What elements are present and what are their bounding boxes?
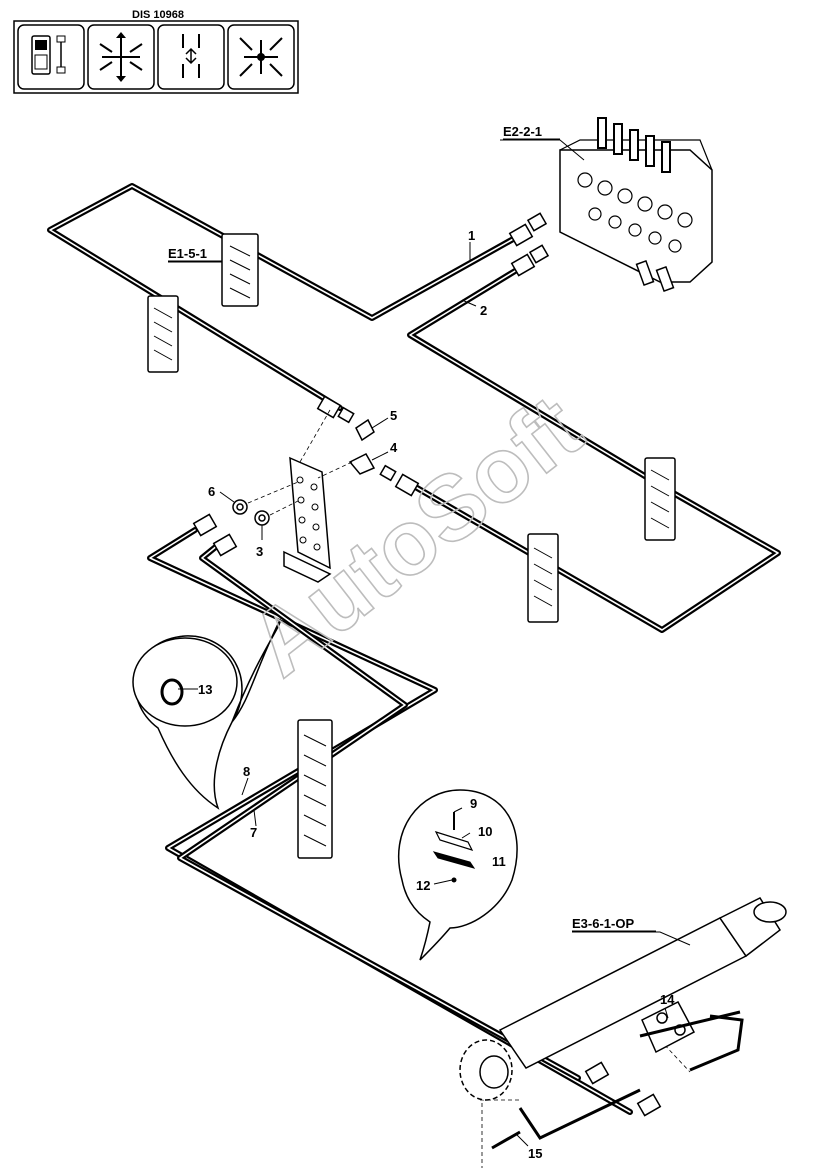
- nut-icon: [451, 877, 457, 883]
- callout-10: 10: [478, 824, 492, 839]
- callout-3: 3: [256, 544, 263, 559]
- clamp-bracket: [527, 533, 559, 623]
- stabilizer-icon: [157, 24, 225, 90]
- callout-11: 11: [492, 854, 506, 869]
- clamp-bracket: [297, 719, 333, 859]
- callout-12: 12: [416, 878, 430, 893]
- callout-5: 5: [390, 408, 397, 423]
- cylinder-ref-label: E3-6-1-OP: [572, 916, 634, 931]
- ref-labels: E2-2-1 E1-5-1 E3-6-1-OP: [168, 124, 656, 932]
- leader-lines: [168, 139, 691, 1147]
- callout-4: 4: [390, 440, 398, 455]
- plate-icon: [434, 831, 474, 851]
- doc-code: DIS 10968: [132, 9, 184, 21]
- bracket-ref-label: E1-5-1: [168, 246, 207, 261]
- callouts: 1 2 3 4 5 6 7 8 9 10 11 12 13 14 15: [198, 228, 675, 1161]
- hose-2: [407, 265, 781, 633]
- fittings: [192, 212, 662, 1117]
- o-ring-icon: [160, 678, 184, 706]
- callout-14: 14: [660, 992, 675, 1007]
- callout-13: 13: [198, 682, 212, 697]
- detail-bubble-9-12: [397, 789, 518, 961]
- hoses: [47, 183, 781, 1115]
- callout-15: 15: [528, 1146, 542, 1161]
- callout-9: 9: [470, 796, 477, 811]
- clamp-bracket: [147, 295, 179, 373]
- valve-ref-label: E2-2-1: [503, 124, 542, 139]
- elbow-fittings: [348, 418, 376, 475]
- callout-7: 7: [250, 825, 257, 840]
- hose-7: [177, 542, 581, 1081]
- nuts: [232, 499, 270, 526]
- mounting-plate: [283, 456, 332, 583]
- callout-2: 2: [480, 303, 487, 318]
- control-panel-icon: [17, 24, 85, 90]
- detail-bubble-13: [132, 618, 281, 810]
- callout-6: 6: [208, 484, 215, 499]
- callout-8: 8: [243, 764, 250, 779]
- clamp-bracket: [644, 457, 676, 541]
- hose-1: [47, 183, 518, 411]
- clamp-half-icon: [432, 851, 476, 869]
- clamp-bracket: [221, 233, 259, 307]
- check-valve-14: [641, 1001, 696, 1054]
- valve-block: [559, 117, 713, 293]
- clamp-brackets: [147, 233, 676, 859]
- header-strip: DIS 10968: [13, 9, 299, 94]
- callout-1: 1: [468, 228, 475, 243]
- boom-movement-icon: [87, 24, 155, 90]
- excavator-arm-icon: [227, 24, 295, 90]
- hydraulic-cylinder: [459, 897, 787, 1150]
